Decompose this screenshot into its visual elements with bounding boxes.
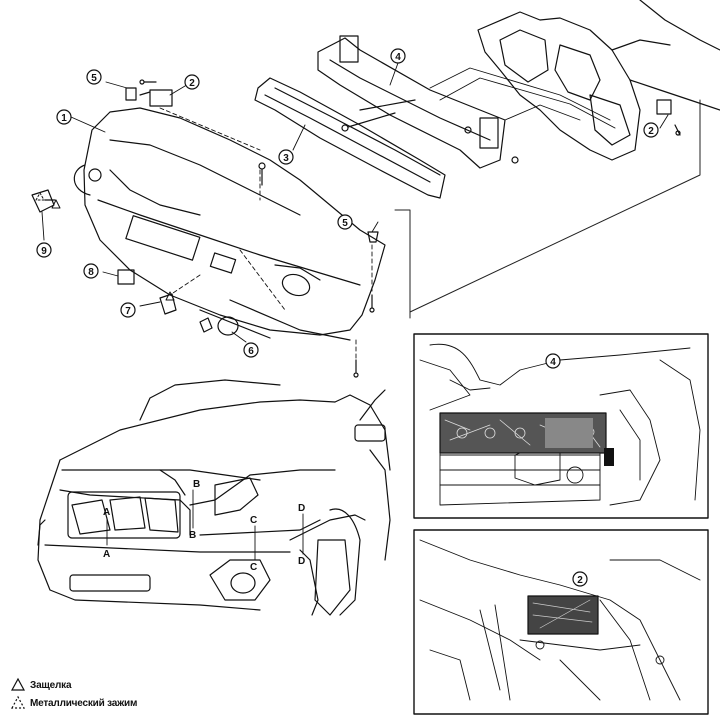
callout-label-7: 7 (125, 306, 131, 317)
section-letter-d-bottom: D (298, 556, 305, 567)
callout-markers: 1 2 2 2 3 4 4 5 (36, 48, 659, 587)
callout-label-1: 1 (61, 113, 67, 124)
leader-lines (41, 62, 669, 603)
callout-7: 7 (120, 302, 136, 318)
callout-label-9: 9 (41, 246, 47, 257)
fasteners (31, 79, 379, 378)
detail-view-reinforcement (413, 333, 709, 519)
legend: Защелка Металлический зажим (8, 676, 268, 712)
bracket-lines (429, 67, 616, 129)
legend-row-latch: Защелка (8, 676, 268, 694)
callout-2-detail: 2 (572, 571, 588, 587)
detail-view-bracket (413, 529, 709, 715)
callout-4-detail: 4 (545, 353, 561, 369)
callout-6: 6 (243, 342, 259, 358)
callout-2-right: 2 (643, 122, 659, 138)
legend-label-latch: Защелка (30, 679, 72, 691)
callout-label-5-right: 5 (342, 218, 348, 229)
bumper-fascia (73, 107, 386, 341)
radiator-core-support (477, 0, 720, 161)
callout-label-2-detail: 2 (577, 575, 583, 586)
section-letter-a-bottom: A (103, 549, 110, 560)
callout-label-3: 3 (283, 153, 289, 164)
section-letters: A A B B C C D D (103, 479, 305, 573)
callout-label-4-detail: 4 (550, 357, 556, 368)
callout-2-top: 2 (184, 74, 200, 90)
callout-3: 3 (278, 149, 294, 165)
legend-label-metal-clip: Металлический зажим (30, 697, 138, 709)
section-markers (106, 489, 304, 561)
triangle-solid-icon (10, 677, 26, 691)
section-letter-c-bottom: C (250, 562, 257, 573)
callout-label-6: 6 (248, 346, 254, 357)
callout-label-8: 8 (88, 267, 94, 278)
callout-5-top: 5 (86, 69, 102, 85)
triangle-dashed-icon (10, 695, 26, 709)
section-letter-d-top: D (298, 503, 305, 514)
callout-4-top: 4 (390, 48, 406, 64)
callout-5-right: 5 (337, 214, 353, 230)
callout-label-4-top: 4 (395, 52, 401, 63)
section-letter-c-top: C (250, 515, 257, 526)
vehicle-front-view (37, 379, 391, 616)
legend-row-metal-clip: Металлический зажим (8, 694, 268, 712)
callout-8: 8 (83, 263, 99, 279)
bumper-reinforcement (317, 35, 519, 169)
assembly-frame (394, 99, 701, 319)
energy-absorber (254, 77, 446, 199)
callout-label-2-right: 2 (648, 126, 654, 137)
callout-1: 1 (56, 109, 72, 125)
section-letter-a-top: A (103, 507, 110, 518)
callout-label-2-top: 2 (189, 78, 195, 89)
callout-label-5-top: 5 (91, 73, 97, 84)
callout-9: 9 (36, 242, 52, 258)
alignment-lines (159, 107, 373, 359)
clip-triangles (35, 192, 175, 301)
section-letter-b-top: B (193, 479, 200, 490)
section-letter-b-bottom: B (189, 530, 196, 541)
